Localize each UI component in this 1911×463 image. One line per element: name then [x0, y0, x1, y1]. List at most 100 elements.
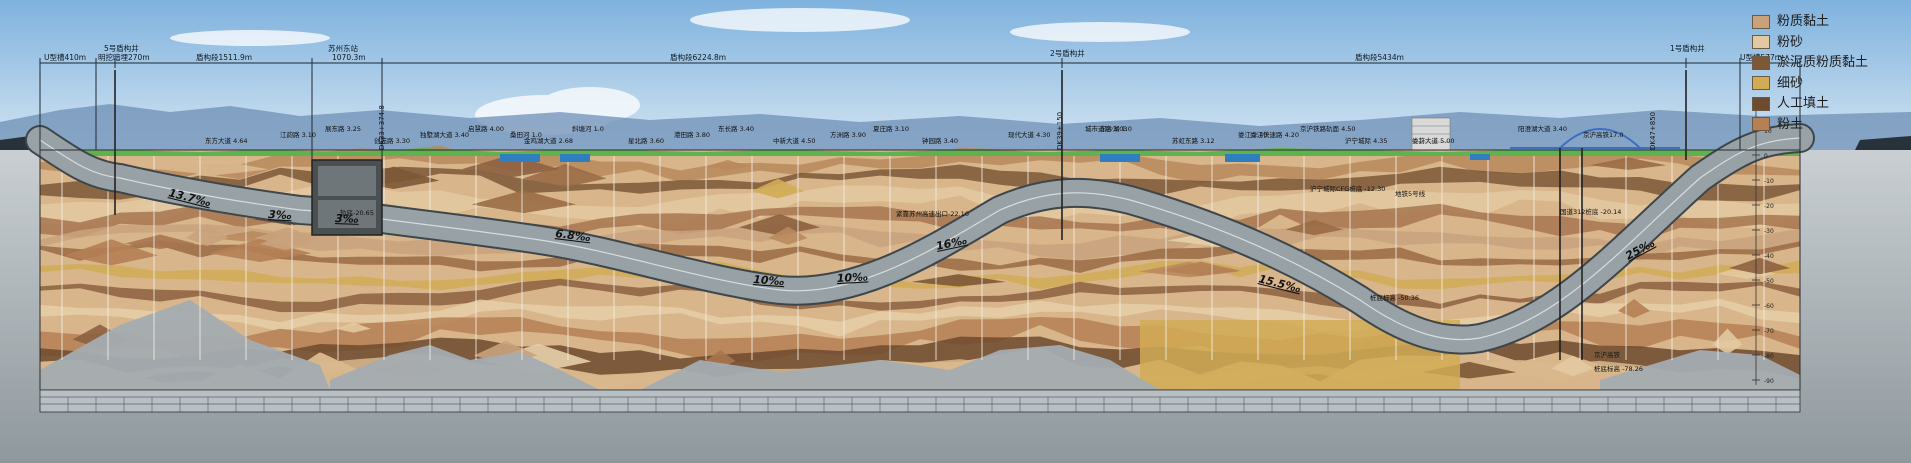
gradient-label: 10‰ [753, 273, 785, 288]
legend-label: 淤泥质粉质黏土 [1777, 55, 1869, 70]
soil-lens [137, 199, 180, 213]
legend-label: 粉土 [1777, 116, 1804, 132]
soil-lens [1160, 261, 1241, 277]
legend-item: 粉土 [1752, 115, 1902, 134]
label-shield3: 盾构段5434m [1355, 52, 1404, 62]
road-label: 方洲路 3.90 [830, 130, 866, 139]
soil-lens [64, 239, 158, 266]
bedrock [40, 300, 1800, 390]
road-label: 京沪铁路轨面 4.50 [1300, 124, 1356, 133]
legend-label: 粉质黏土 [1777, 14, 1830, 29]
soil-lens [704, 160, 751, 171]
top-dimension-line [39, 58, 1801, 160]
road-label: 展东路 3.25 [325, 124, 361, 133]
soil-lens [739, 214, 821, 236]
bottom-table [39, 389, 1801, 413]
gradient-label: 16‰ [935, 234, 968, 253]
road-label: 东方大道 4.64 [205, 136, 248, 145]
legend-swatch [1752, 14, 1770, 29]
legend-swatch [1752, 96, 1770, 111]
gradient-label: 10‰ [836, 270, 868, 285]
road-label: 苏虹东路 3.12 [1172, 136, 1215, 145]
table-frame [39, 389, 1801, 413]
road-label: 娄江快速路 4.20 [1250, 130, 1299, 139]
legend-swatch [1752, 55, 1770, 70]
suzhou-east-station-box [311, 159, 383, 236]
label-shaft5: 5号盾构井 [104, 43, 139, 53]
soil-lens [335, 322, 371, 333]
soil-lens [159, 159, 269, 176]
road-label: 独墅湖大道 3.40 [420, 130, 469, 139]
road-label: 娄葑大道 5.00 [1412, 136, 1455, 145]
soil-lens [1285, 219, 1344, 236]
gradient-label: 3‰ [268, 208, 292, 222]
depth-tick-label: -40 [1764, 253, 1774, 260]
shafts [114, 70, 1687, 240]
annotation-note: 桩底标高 -50.36 [1370, 293, 1419, 302]
depth-tick-label: -80 [1764, 353, 1774, 360]
hsr-bridge [1510, 128, 1680, 360]
gradient-label: 6.8‰ [555, 227, 592, 244]
soil-lens [751, 178, 805, 199]
station-mileage: DK47+850 [1649, 112, 1657, 150]
depth-tick-label: -20 [1764, 203, 1774, 210]
soil-lens [124, 234, 196, 250]
legend-item: 粉质黏土 [1752, 12, 1902, 31]
depth-tick-label: -50 [1764, 278, 1774, 285]
depth-tick-label: 10 [1764, 128, 1772, 135]
road-label: 创苑路 3.30 [374, 136, 410, 145]
road-label: 斜塘河 1.0 [572, 124, 604, 133]
annotation-note: 紧靠苏州高速出口-22.10 [896, 209, 969, 218]
road-label: 港田路 3.80 [674, 130, 710, 139]
legend-label: 细砂 [1777, 75, 1804, 91]
road-label: 桑田河 1.0 [510, 130, 542, 139]
soil-legend: 粉质黏土粉砂淤泥质粉质黏土细砂人工填土粉土 [1752, 12, 1902, 135]
soil-band [40, 317, 1800, 367]
soil-band [40, 240, 1800, 273]
road-label: 东长路 3.40 [718, 124, 754, 133]
soil-band [40, 260, 1800, 291]
label-suzhou-east: 苏州东站 [328, 43, 358, 53]
legend-label: 粉砂 [1777, 34, 1804, 50]
road-label: 沪宁城际 4.35 [1345, 136, 1388, 145]
annotation-note: 京沪高铁 [1594, 350, 1621, 359]
depth-tick-label: -90 [1764, 378, 1774, 385]
legend-swatch [1752, 117, 1770, 131]
depth-tick-label: -70 [1764, 328, 1774, 335]
soil-band [40, 222, 1800, 261]
annotation-note: 沪宁城际CFG桩底 -12.30 [1310, 184, 1385, 193]
soil-lens [462, 154, 560, 178]
gradient-label: 3‰ [335, 212, 359, 226]
legend-swatch [1752, 76, 1770, 90]
soil-lens [471, 190, 577, 214]
soil-lens [208, 238, 312, 262]
road-label: 现代大道 4.30 [1008, 130, 1051, 139]
soil-lens [1589, 157, 1667, 170]
road-label: 城市道路 3.03 [1085, 124, 1128, 133]
soil-lens [260, 233, 311, 251]
label-shield2: 盾构段6224.8m [670, 52, 726, 62]
soil-band [40, 145, 1800, 184]
road-label: 阳澄湖大道 3.40 [1518, 124, 1567, 133]
road-label: 启慧路 4.00 [468, 124, 504, 133]
annotation-note: 桩底标高 -78.26 [1594, 364, 1643, 373]
soil-lens [1716, 265, 1777, 279]
legend-item: 粉砂 [1752, 33, 1902, 52]
label-shield1: 盾构段1511.9m [196, 52, 252, 62]
depth-tick-label: -60 [1764, 303, 1774, 310]
soil-lens [1728, 257, 1791, 275]
soil-band [40, 336, 1800, 383]
soil-lens [523, 163, 607, 188]
legend-item: 人工填土 [1752, 94, 1902, 113]
road-label: 星北路 3.60 [628, 136, 664, 145]
label-open-cut: 明挖暗埋270m [98, 52, 150, 62]
soil-lens [1712, 328, 1743, 355]
label-u-start: U型槽410m [44, 52, 86, 62]
road-label: 钟园路 3.40 [922, 136, 958, 145]
river-water [500, 154, 1490, 162]
soil-band [40, 184, 1800, 231]
road-label: 金鸡湖大道 2.68 [524, 136, 573, 145]
